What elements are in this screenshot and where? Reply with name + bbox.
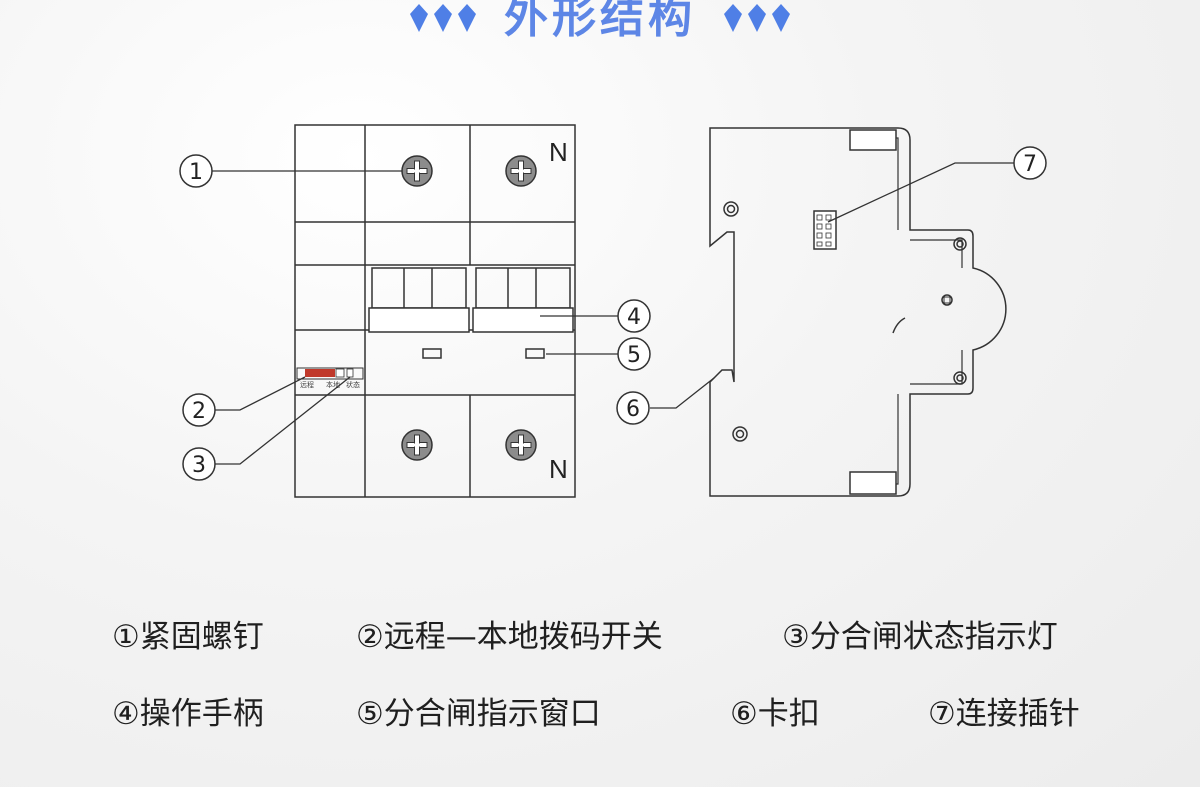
diamond-icon xyxy=(434,4,452,32)
neutral-label-top: N xyxy=(549,137,568,167)
screw-icon xyxy=(401,155,433,187)
diamond-icon xyxy=(410,4,428,32)
svg-text:4: 4 xyxy=(627,305,641,330)
legend-item-connector-pin: ⑦连接插针 xyxy=(928,696,1080,732)
handle-right xyxy=(472,307,574,333)
callout-2: 2 xyxy=(182,393,216,427)
diamond-icon xyxy=(724,4,742,32)
hole-icon xyxy=(723,201,739,217)
svg-text:7: 7 xyxy=(1023,152,1037,177)
legend-item-indicator-window: ⑤分合闸指示窗口 xyxy=(356,696,601,732)
legend-item-status-indicator: ③分合闸状态指示灯 xyxy=(782,619,1058,655)
page-title: 外形结构 xyxy=(504,0,696,43)
callout-6: 6 xyxy=(616,391,650,425)
legend-row-1: ①紧固螺钉 ②远程—本地拨码开关 ③分合闸状态指示灯 xyxy=(0,615,1200,659)
indicator-window-left xyxy=(422,348,442,359)
screw-icon xyxy=(505,155,537,187)
svg-text:3: 3 xyxy=(192,453,206,478)
switch-label-local: 本地 xyxy=(326,380,340,389)
title-bar: 外形结构 xyxy=(0,0,1200,44)
legend-item-clip: ⑥卡扣 xyxy=(730,696,820,732)
callout-7: 7 xyxy=(1013,146,1047,180)
right-diamond-decoration xyxy=(724,4,790,32)
legend-item-remote-local-switch: ②远程—本地拨码开关 xyxy=(356,619,663,655)
legend-item-operating-handle: ④操作手柄 xyxy=(112,696,264,732)
callout-1: 1 xyxy=(179,154,213,188)
top-tab xyxy=(849,129,897,151)
switch-label-remote: 远程 xyxy=(300,380,314,389)
side-view xyxy=(709,127,1007,497)
svg-text:6: 6 xyxy=(626,397,640,422)
screw-icon xyxy=(505,429,537,461)
front-outline xyxy=(294,124,576,498)
neutral-label-bottom: N xyxy=(549,454,568,484)
breaker-structure-diagram: 远程 本地 状态 N N 1 2 3 4 5 xyxy=(179,124,1047,498)
side-outline xyxy=(709,127,1007,497)
svg-text:5: 5 xyxy=(627,343,641,368)
diamond-icon xyxy=(748,4,766,32)
bottom-tab xyxy=(849,471,897,495)
front-view xyxy=(294,124,576,498)
hole-icon xyxy=(953,237,967,251)
legend-row-2: ④操作手柄 ⑤分合闸指示窗口 ⑥卡扣 ⑦连接插针 xyxy=(0,692,1200,736)
hole-icon xyxy=(732,426,748,442)
callout-5: 5 xyxy=(617,337,651,371)
legend-item-fastening-screw: ①紧固螺钉 xyxy=(112,619,264,655)
svg-text:1: 1 xyxy=(189,160,203,185)
switch-label-status: 状态 xyxy=(346,380,360,389)
callout-4: 4 xyxy=(617,299,651,333)
callout-3: 3 xyxy=(182,447,216,481)
diamond-icon xyxy=(772,4,790,32)
remote-local-switch xyxy=(305,369,335,377)
left-diamond-decoration xyxy=(410,4,476,32)
indicator-window-right xyxy=(525,348,545,359)
hole-icon xyxy=(953,371,967,385)
handle-left xyxy=(368,307,470,333)
screw-icon xyxy=(401,429,433,461)
svg-text:2: 2 xyxy=(192,399,206,424)
diamond-icon xyxy=(458,4,476,32)
